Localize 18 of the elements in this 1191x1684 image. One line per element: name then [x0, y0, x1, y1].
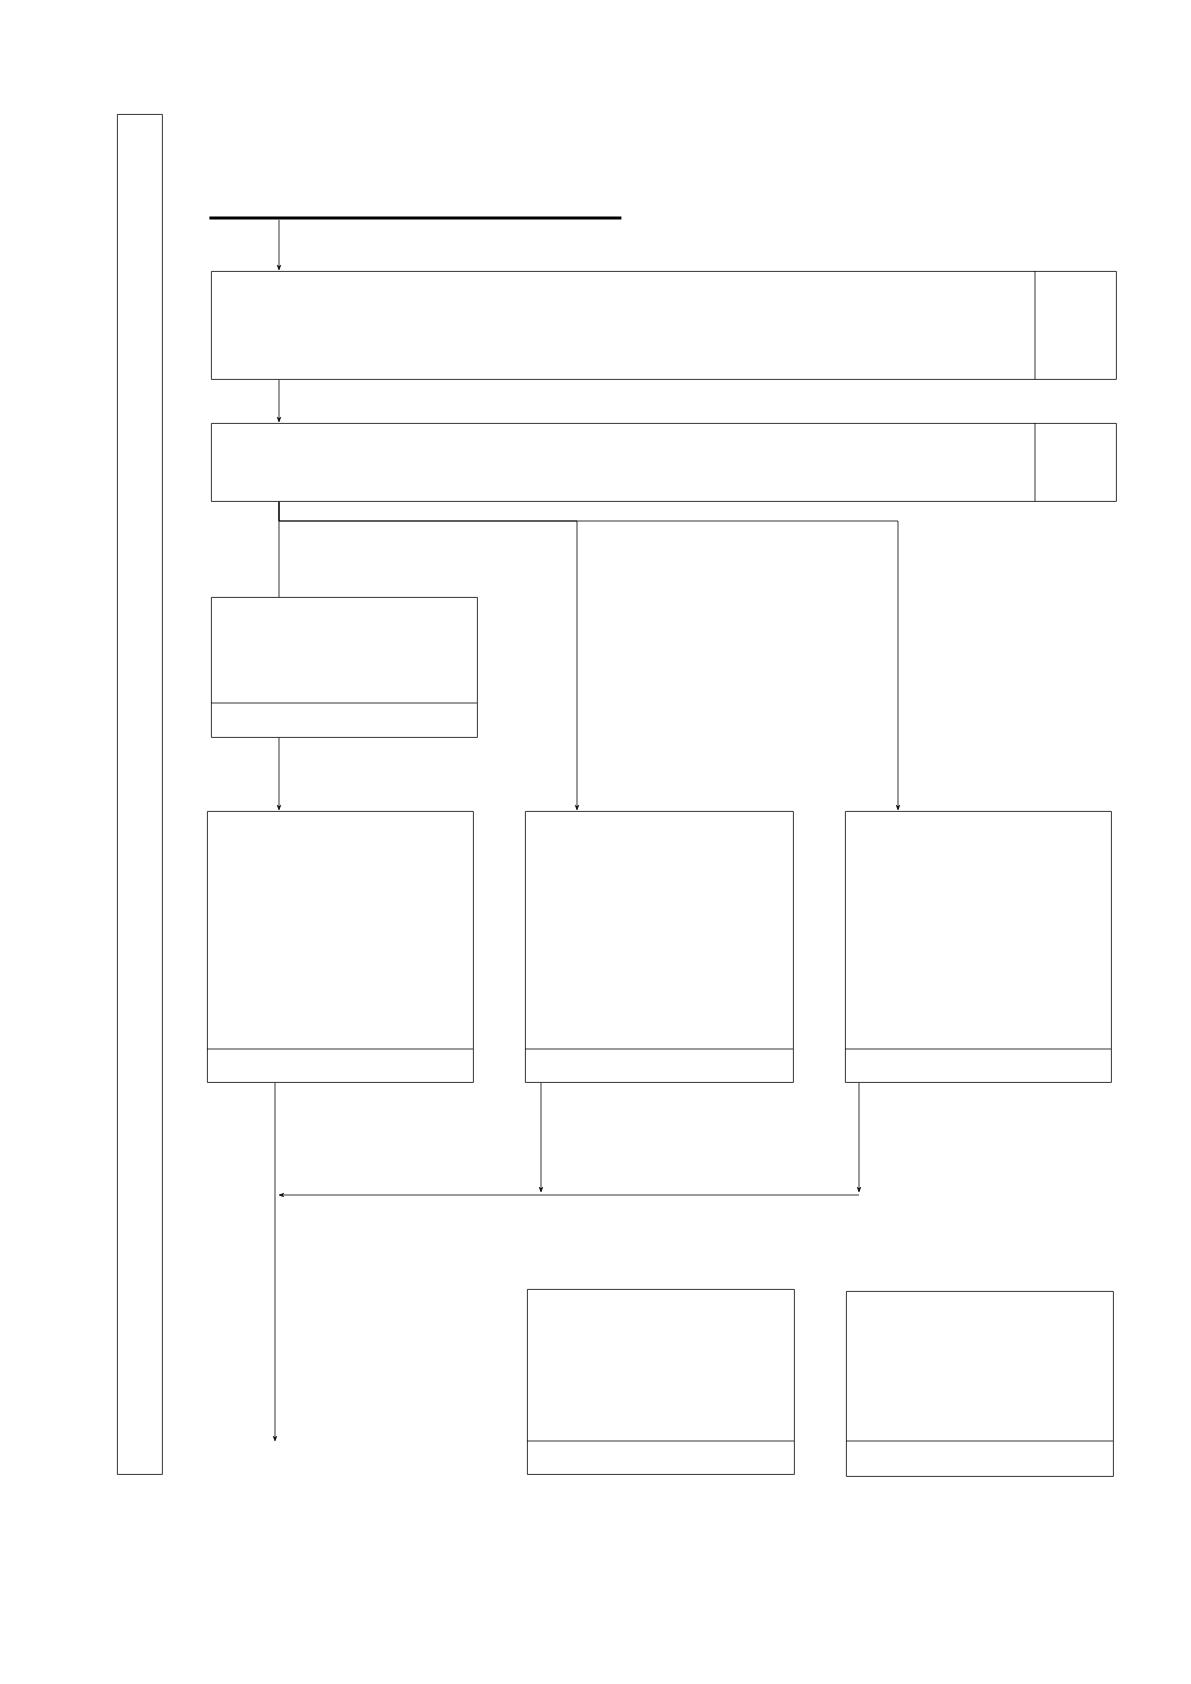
- arrow: [539, 1082, 543, 1193]
- process-box: [117, 114, 163, 1475]
- arrow: [278, 501, 900, 811]
- process-box: [524, 811, 794, 1083]
- rule-line: [209, 216, 622, 220]
- process-box: [526, 1289, 795, 1475]
- process-box: [206, 811, 474, 1083]
- arrow: [273, 1082, 277, 1442]
- process-box: [211, 422, 1117, 502]
- arrow: [857, 1082, 861, 1193]
- arrow: [277, 379, 281, 423]
- process-box: [845, 1291, 1114, 1477]
- process-box: [211, 270, 1117, 380]
- arrow: [277, 737, 281, 811]
- process-box: [210, 597, 478, 738]
- process-box: [844, 811, 1112, 1083]
- arrow: [278, 1193, 860, 1197]
- arrow: [277, 219, 281, 271]
